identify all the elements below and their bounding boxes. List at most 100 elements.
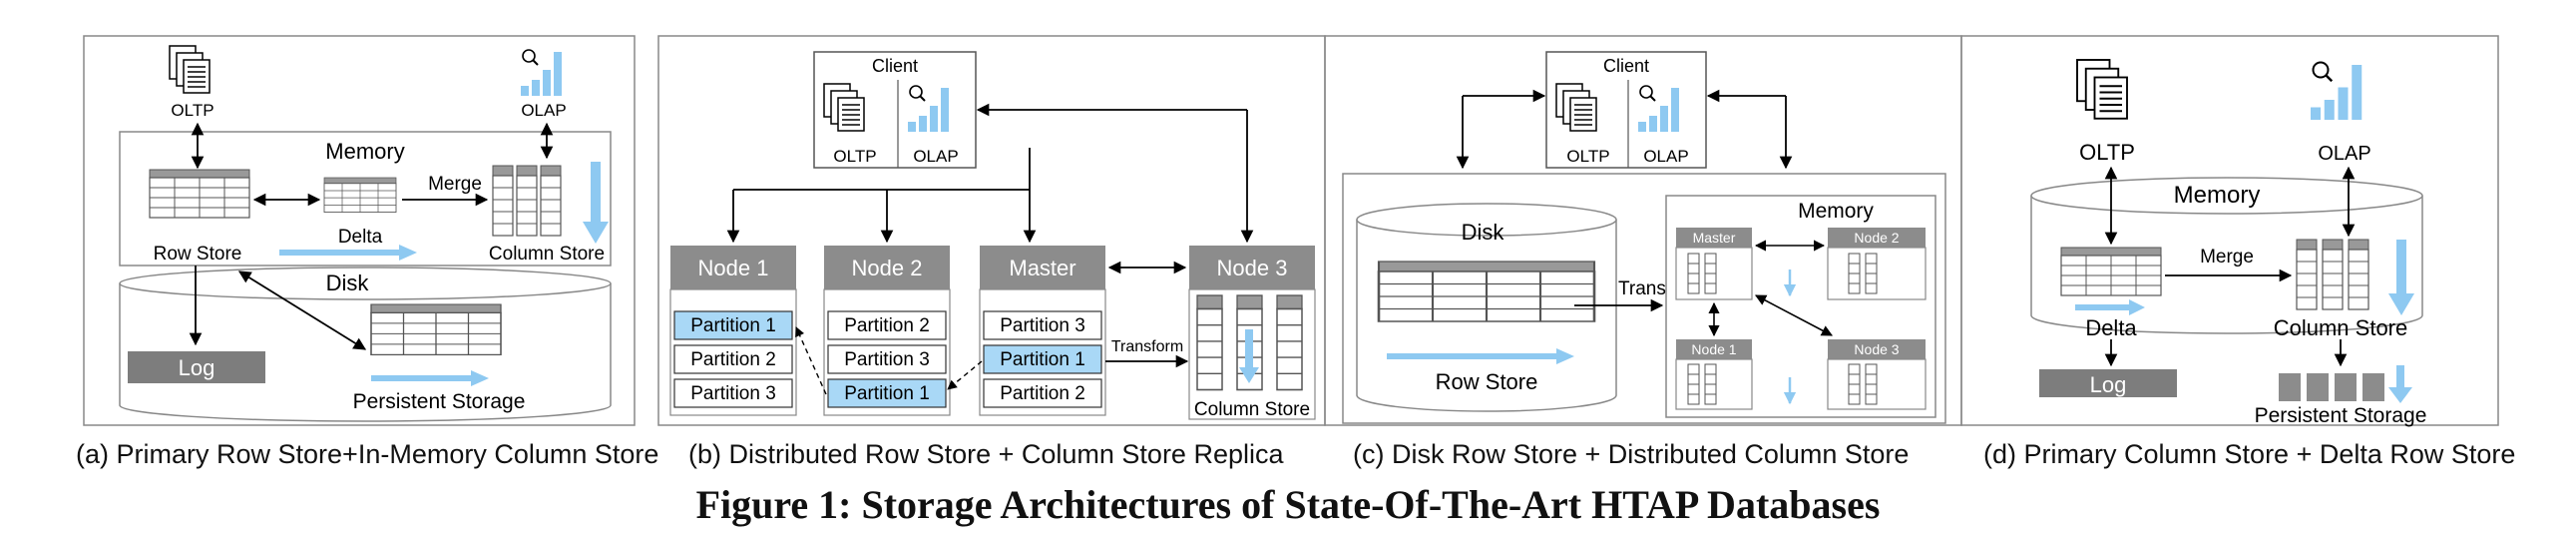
c-node2-label: Node 2 [1854,230,1899,246]
b-master-partition-3 [983,378,1102,408]
d-memory-cylinder [2030,196,2423,334]
b-node1-label: Node 1 [698,256,769,280]
d-storage-block-1 [2279,373,2301,401]
b-node1-partition-1-label: Partition 1 [690,315,776,336]
oltp-docs-icon [169,45,211,94]
a-column-store-label: Column Store [489,244,605,265]
b-node1-partition-2-label: Partition 2 [690,349,776,370]
d-delta-label: Delta [2085,315,2137,340]
d-log-block [2039,369,2177,397]
b-client-label: Client [872,56,918,76]
a-column-3 [540,165,562,237]
olap-chart-icon [520,49,563,97]
b-node2-partition-1-label: Partition 2 [844,315,930,336]
b-master-header [980,246,1105,289]
b-oltp-label: OLTP [833,147,876,166]
b-column-store-label: Column Store [1194,399,1310,420]
b-node3-header [1189,246,1315,289]
panel-d-frame [1960,35,2499,426]
b-node2-partition-2-label: Partition 3 [844,349,930,370]
d-storage-block-3 [2335,373,2357,401]
a-merge-label: Merge [428,174,482,195]
a-delta-label: Delta [338,227,383,248]
panel-d: OLTP OLAP Memory Delta Merge Column Stor… [1960,35,2499,427]
d-log-label: Log [2090,372,2127,397]
c-row-store-table [1377,260,1596,323]
d-column-3 [2348,239,2369,310]
c-memory-label: Memory [1798,200,1874,223]
figure-title: Figure 1: Storage Architectures of State… [695,482,1881,527]
architecture-diagram: OLTP OLAP Memory Row Store Delta Merge C… [83,35,2499,427]
b-node2-partition-1 [827,310,947,340]
b-node1-partition-3 [673,378,793,408]
b-master-partition-2-label: Partition 1 [1000,349,1085,370]
c-client-label: Client [1603,56,1649,76]
d-olap-icon [2309,61,2363,122]
a-memory-box [119,131,612,267]
d-olap-label: OLAP [2318,143,2370,165]
b-node2-partition-3 [827,378,947,408]
a-olap-label: OLAP [521,101,566,120]
panel-b: Client OLTP OLAP Node 1 Partition 1 Part… [657,35,1326,426]
a-log-block [128,351,265,383]
a-row-store-table [149,169,250,219]
a-column-2 [516,165,538,237]
b-node3-label: Node 3 [1217,256,1288,280]
c-node2-header [1828,228,1926,248]
panel-c: Client OLTP OLAP Disk Row Store Transfor… [1324,35,1962,426]
d-column-1 [2296,239,2318,310]
caption-a: (a) Primary Row Store+In-Memory Column S… [76,439,659,469]
c-node3-header [1828,339,1926,359]
b-node1-partition-1 [673,310,793,340]
b-node2-label: Node 2 [852,256,923,280]
d-storage-block-4 [2362,373,2384,401]
b-node1-partition-3-label: Partition 3 [690,383,776,404]
a-oltp-label: OLTP [171,101,214,120]
c-node1-header [1676,339,1752,359]
c-row-store-label: Row Store [1436,369,1538,394]
b-master-partition-1 [983,310,1102,340]
c-disk-label: Disk [1462,220,1505,245]
d-merge-label: Merge [2200,247,2254,268]
panel-a-frame [83,35,636,426]
d-column-2 [2322,239,2344,310]
c-master-header [1676,228,1752,248]
c-olap-label: OLAP [1643,147,1688,166]
b-master-label: Master [1009,256,1075,280]
b-master-partition-1-label: Partition 3 [1000,315,1085,336]
b-node3-column-3 [1276,294,1303,391]
a-disk-label: Disk [326,270,370,295]
c-master-label: Master [1693,230,1736,246]
a-column-1 [492,165,514,237]
panel-a: OLTP OLAP Memory Row Store Delta Merge C… [83,35,636,426]
a-delta-table [323,177,397,213]
b-master-partition-2 [983,344,1102,374]
d-memory-label: Memory [2174,182,2261,209]
a-column-arrow [591,162,601,230]
d-delta-table [2060,247,2162,296]
a-log-label: Log [179,355,215,380]
b-node1-partition-2 [673,344,793,374]
d-storage-block-2 [2307,373,2329,401]
b-node1-header [670,246,796,289]
b-master-partition-3-label: Partition 2 [1000,383,1085,404]
caption-d: (d) Primary Column Store + Delta Row Sto… [1983,439,2516,469]
d-column-store-label: Column Store [2274,315,2408,340]
c-outer-box [1342,173,1946,424]
caption-c: (c) Disk Row Store + Distributed Column … [1353,439,1910,469]
b-node3-column-1 [1196,294,1223,391]
a-persistent-storage-label: Persistent Storage [353,390,526,413]
b-transform-label: Transform [1111,338,1183,355]
b-node2-partition-3-label: Partition 1 [844,383,930,404]
c-node1-label: Node 1 [1691,341,1736,357]
b-olap-label: OLAP [913,147,958,166]
b-node2-partition-2 [827,344,947,374]
c-oltp-label: OLTP [1566,147,1609,166]
a-persistent-table [370,303,502,356]
c-node3-label: Node 3 [1854,341,1899,357]
caption-b: (b) Distributed Row Store + Column Store… [688,439,1284,469]
d-oltp-label: OLTP [2079,140,2135,165]
a-memory-label: Memory [325,139,404,164]
a-row-store-label: Row Store [154,244,242,265]
b-node2-header [824,246,950,289]
